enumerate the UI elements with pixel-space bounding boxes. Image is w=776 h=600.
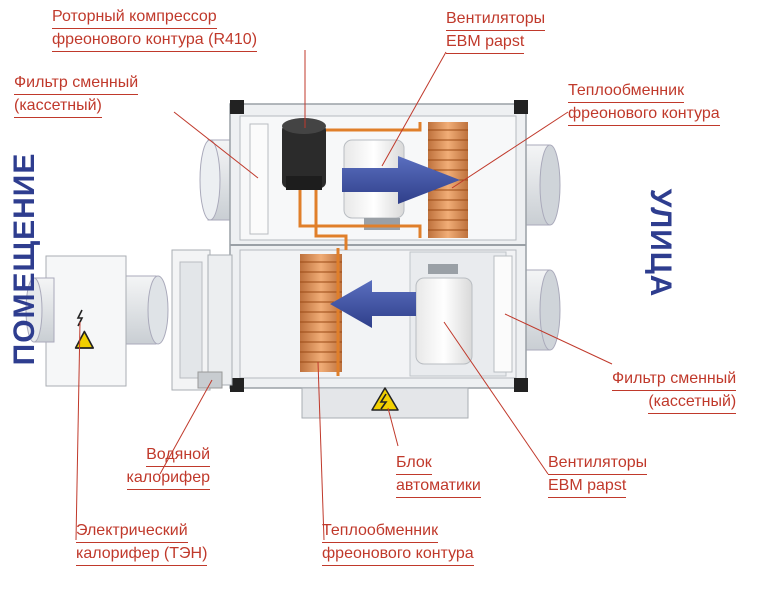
street-duct-bottom bbox=[519, 269, 561, 351]
airflow-arrow-icon bbox=[342, 156, 460, 204]
label-filter-right: Фильтр сменный(кассетный) bbox=[612, 368, 737, 414]
high-voltage-warning-icon bbox=[371, 387, 399, 411]
heat-exchanger-bottom bbox=[300, 254, 342, 372]
room-side-label: ПОМЕЩЕНИЕ bbox=[8, 152, 41, 366]
label-filter-left: Фильтр сменный(кассетный) bbox=[14, 72, 139, 118]
leader-lines bbox=[75, 50, 613, 541]
fan-bottom bbox=[415, 264, 473, 365]
electric-heater bbox=[25, 255, 169, 387]
filter-left bbox=[249, 123, 269, 235]
water-heater bbox=[171, 249, 233, 391]
filter-right bbox=[493, 255, 513, 373]
airflow-arrow-icon bbox=[330, 280, 416, 328]
compressor bbox=[282, 118, 326, 190]
refrigerant-piping bbox=[298, 122, 422, 376]
street-side-label: УЛИЦА bbox=[644, 188, 677, 298]
